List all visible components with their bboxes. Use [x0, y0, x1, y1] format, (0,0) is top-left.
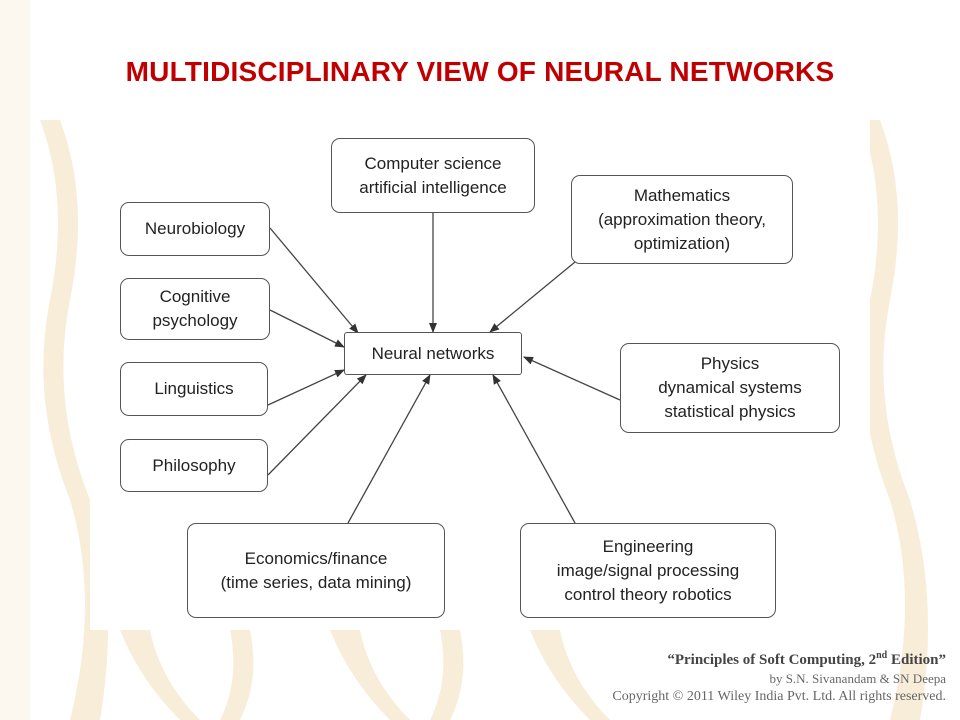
edge-neurobiology: [269, 227, 359, 334]
node-linguistics-line1: Linguistics: [154, 379, 234, 398]
book-title-sup: nd: [876, 650, 888, 661]
node-mathematics-line3: optimization): [633, 233, 731, 253]
edge-engineering: [492, 374, 576, 524]
node-neurobiology-line1: Neurobiology: [144, 219, 246, 238]
node-economics: Economics/finance (time series, data min…: [187, 523, 445, 618]
slide-title: MULTIDISCIPLINARY VIEW OF NEURAL NETWORK…: [125, 56, 835, 87]
node-computer-science: Computer science artificial intelligence: [331, 138, 535, 213]
node-linguistics: Linguistics: [120, 362, 268, 416]
node-neurobiology: Neurobiology: [120, 202, 270, 256]
edge-mathematics: [489, 261, 576, 333]
node-cognitive-psychology-line1: Cognitive: [159, 287, 231, 306]
node-physics-line1: Physics: [700, 354, 760, 373]
edge-economics: [347, 374, 431, 524]
copyright-notice: Copyright © 2011 Wiley India Pvt. Ltd. A…: [612, 689, 946, 704]
book-title-suffix: Edition”: [887, 652, 946, 668]
book-authors: by S.N. Sivanandam & SN Deepa: [769, 671, 946, 686]
node-computer-science-line1: Computer science: [364, 153, 502, 173]
node-engineering-line3: control theory robotics: [564, 584, 732, 604]
node-physics-line2: dynamical systems: [658, 378, 802, 397]
node-mathematics: Mathematics (approximation theory, optim…: [571, 175, 793, 264]
node-engineering: Engineering image/signal processing cont…: [520, 523, 776, 618]
edge-linguistics: [267, 369, 345, 406]
node-cognitive-psychology: Cognitive psychology: [120, 278, 270, 340]
node-economics-line1: Economics/finance: [244, 548, 388, 568]
node-physics: Physics dynamical systems statistical ph…: [620, 343, 840, 433]
node-physics-line3: statistical physics: [664, 402, 796, 421]
node-philosophy-line1: Philosophy: [152, 455, 236, 475]
node-economics-line2: (time series, data mining): [220, 572, 412, 592]
edge-philosophy: [267, 374, 367, 476]
node-mathematics-line2: (approximation theory,: [598, 209, 766, 229]
edge-physics: [523, 356, 621, 401]
node-mathematics-line1: Mathematics: [633, 185, 731, 205]
book-title-prefix: “Principles of Soft Computing, 2: [667, 652, 877, 668]
node-philosophy: Philosophy: [120, 439, 268, 492]
footer-citation: “Principles of Soft Computing, 2nd Editi…: [612, 650, 946, 705]
node-neural-networks: Neural networks: [344, 332, 522, 375]
node-computer-science-line2: artificial intelligence: [359, 177, 507, 197]
edge-cognitive-psychology: [269, 309, 345, 348]
node-engineering-line1: Engineering: [602, 536, 694, 556]
node-cognitive-psychology-line2: psychology: [152, 311, 238, 330]
node-engineering-line2: image/signal processing: [556, 560, 740, 580]
node-neural-networks-label: Neural networks: [371, 343, 495, 363]
book-title: “Principles of Soft Computing, 2nd Editi…: [612, 650, 946, 669]
